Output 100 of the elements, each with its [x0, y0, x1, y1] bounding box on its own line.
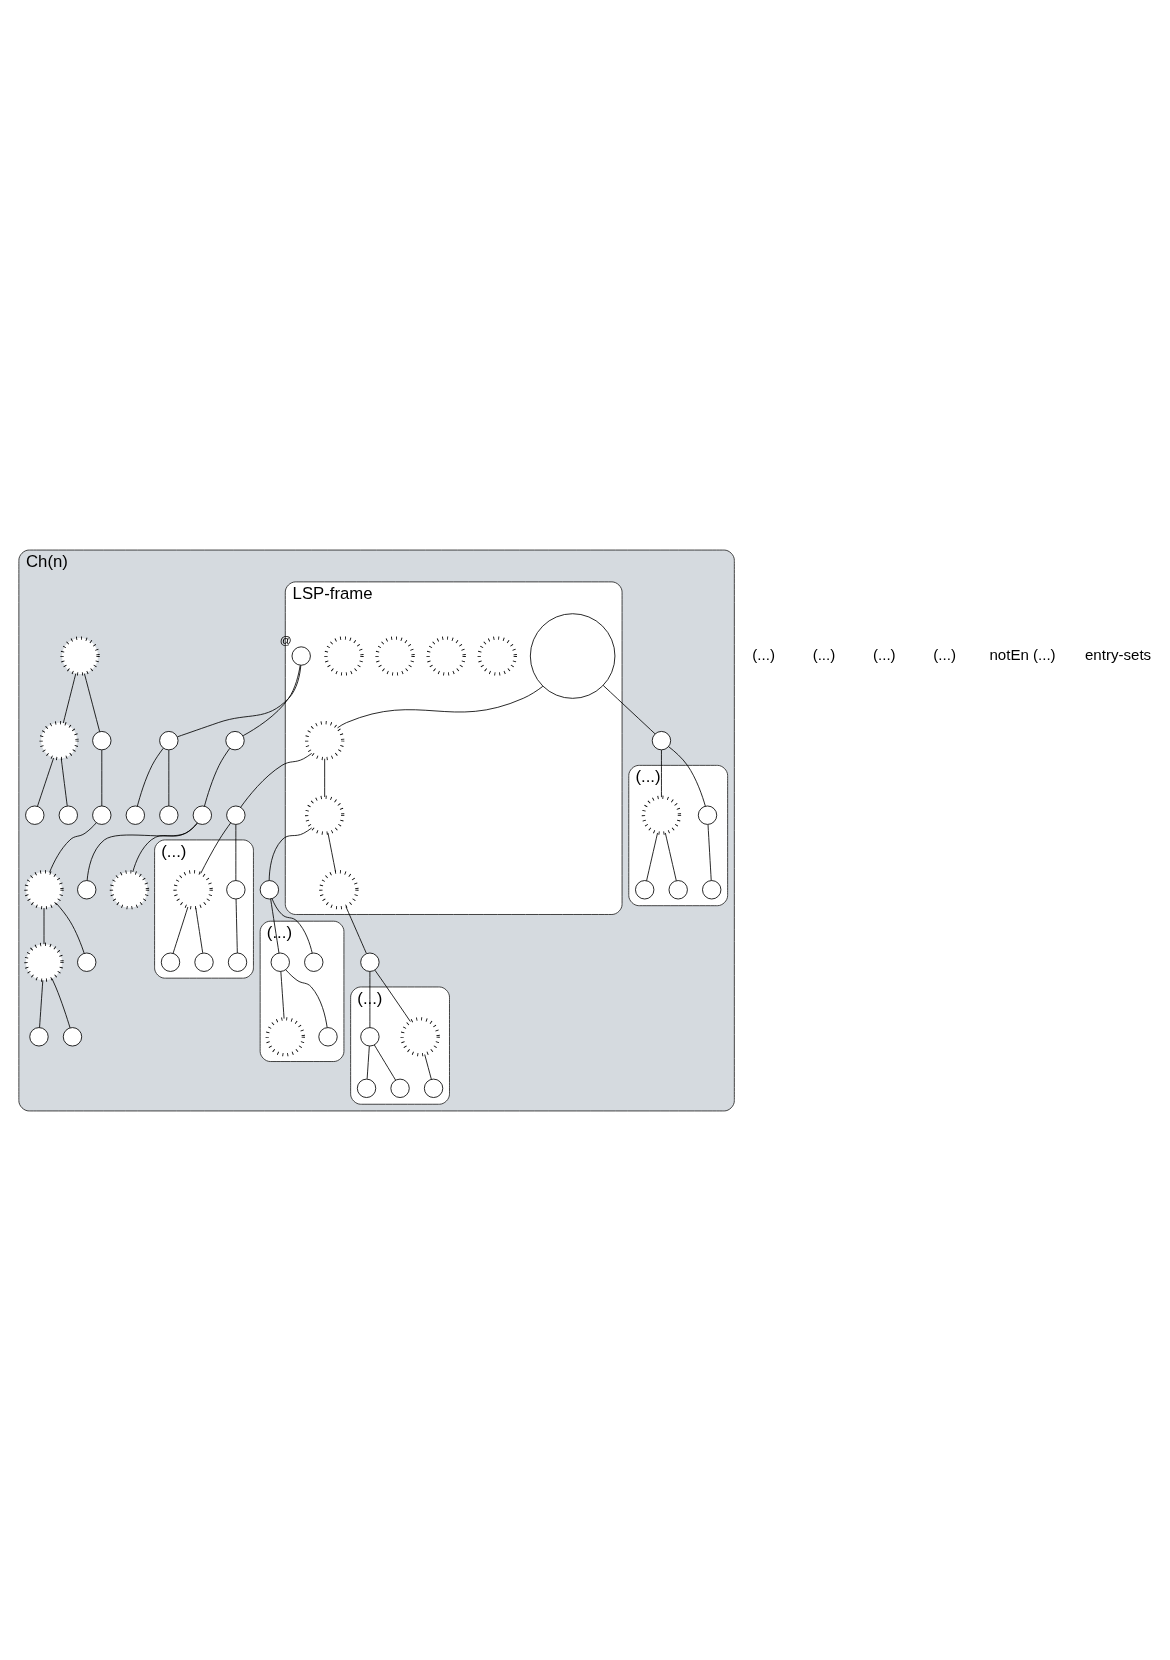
node-ring: [173, 869, 213, 909]
node-ring: [400, 1016, 440, 1056]
connector: [86, 822, 198, 881]
node-circle: [360, 1026, 380, 1046]
label: notEn (...): [989, 645, 1056, 663]
connector: [280, 970, 285, 1019]
node-circle: [77, 879, 97, 899]
connector: [646, 832, 658, 881]
node-ring: [324, 635, 364, 676]
connector: [268, 827, 313, 881]
node-circle: [62, 1026, 83, 1046]
node-circle: [259, 879, 279, 899]
node-ring: [109, 869, 150, 909]
node-circle: [270, 952, 290, 972]
node-circle: [194, 952, 214, 972]
node-ring: [304, 795, 345, 835]
connector: [271, 897, 313, 953]
node-circle: [423, 1078, 444, 1098]
connector: [270, 898, 280, 953]
connector: [51, 977, 71, 1028]
connector: [172, 906, 189, 954]
node-ring: [319, 869, 359, 909]
node-ring: [39, 720, 79, 760]
node-circle: [356, 1078, 377, 1098]
node-ring: [24, 869, 64, 909]
node-ring: [426, 635, 466, 676]
connector: [664, 832, 677, 881]
connector: [369, 970, 371, 1028]
node-circle: [651, 730, 672, 750]
cluster: (...): [154, 839, 254, 979]
node-circle: [159, 730, 179, 750]
node-circle: [304, 952, 324, 972]
connector: [707, 823, 712, 881]
node-circle: [227, 952, 248, 972]
connector: [37, 757, 54, 806]
node-ring: [375, 635, 415, 676]
connector: [84, 672, 101, 732]
node-circle: [92, 730, 112, 750]
connector: [62, 672, 77, 723]
connector: [60, 757, 68, 806]
node-circle: [635, 879, 655, 899]
node-circle: [291, 645, 311, 666]
cluster: (...): [259, 920, 345, 1062]
cluster: (...): [628, 764, 729, 906]
connector: [324, 757, 326, 797]
node-circle: [77, 952, 97, 972]
node-circle: [160, 952, 181, 972]
node-ring: [304, 720, 345, 760]
connector: [345, 905, 367, 954]
node-circle: [225, 730, 245, 750]
connector: [101, 749, 103, 806]
connector: [177, 664, 302, 737]
connector: [661, 749, 662, 798]
node-circle: [58, 805, 78, 825]
node-circle: [226, 805, 246, 825]
node-circle: [318, 1026, 338, 1046]
node-circle: [226, 879, 246, 899]
node-circle: [702, 879, 722, 899]
node-ring: [641, 795, 682, 835]
node-ring: [265, 1016, 305, 1056]
label: (...): [812, 645, 836, 663]
connector: [374, 969, 411, 1022]
connector: [168, 749, 170, 806]
connector: [668, 745, 706, 807]
connector: [195, 906, 204, 953]
label: entry-sets: [1084, 645, 1152, 663]
connector: [204, 747, 231, 807]
connector: [235, 823, 237, 881]
node-circle: [192, 805, 212, 825]
label: (...): [933, 645, 956, 663]
node-circle: [25, 805, 45, 825]
connector: [200, 822, 232, 874]
node-circle: [529, 612, 616, 699]
node-circle: [360, 952, 380, 972]
connector: [136, 747, 164, 807]
node-ring: [477, 635, 517, 676]
node-circle: [668, 879, 688, 899]
connector: [242, 664, 301, 736]
node-circle: [159, 805, 179, 825]
node-circle: [125, 805, 145, 825]
connector: [55, 902, 85, 954]
node-ring: [24, 942, 64, 982]
connector: [327, 832, 336, 872]
node-circle: [697, 805, 718, 825]
connector: [602, 684, 656, 734]
node-circle: [29, 1026, 49, 1046]
label: (...): [872, 645, 896, 663]
node-circle: [92, 805, 112, 825]
connector: [235, 898, 238, 953]
connector: [43, 907, 45, 944]
connector: [240, 752, 313, 808]
connector: [424, 1053, 432, 1080]
cluster: (...): [350, 986, 450, 1105]
connector: [366, 1045, 370, 1079]
connector: [285, 969, 328, 1028]
node-circle: [390, 1078, 410, 1098]
label: (...): [752, 645, 775, 663]
connector: [39, 979, 44, 1028]
connector: [337, 685, 544, 728]
connector: [49, 822, 97, 873]
